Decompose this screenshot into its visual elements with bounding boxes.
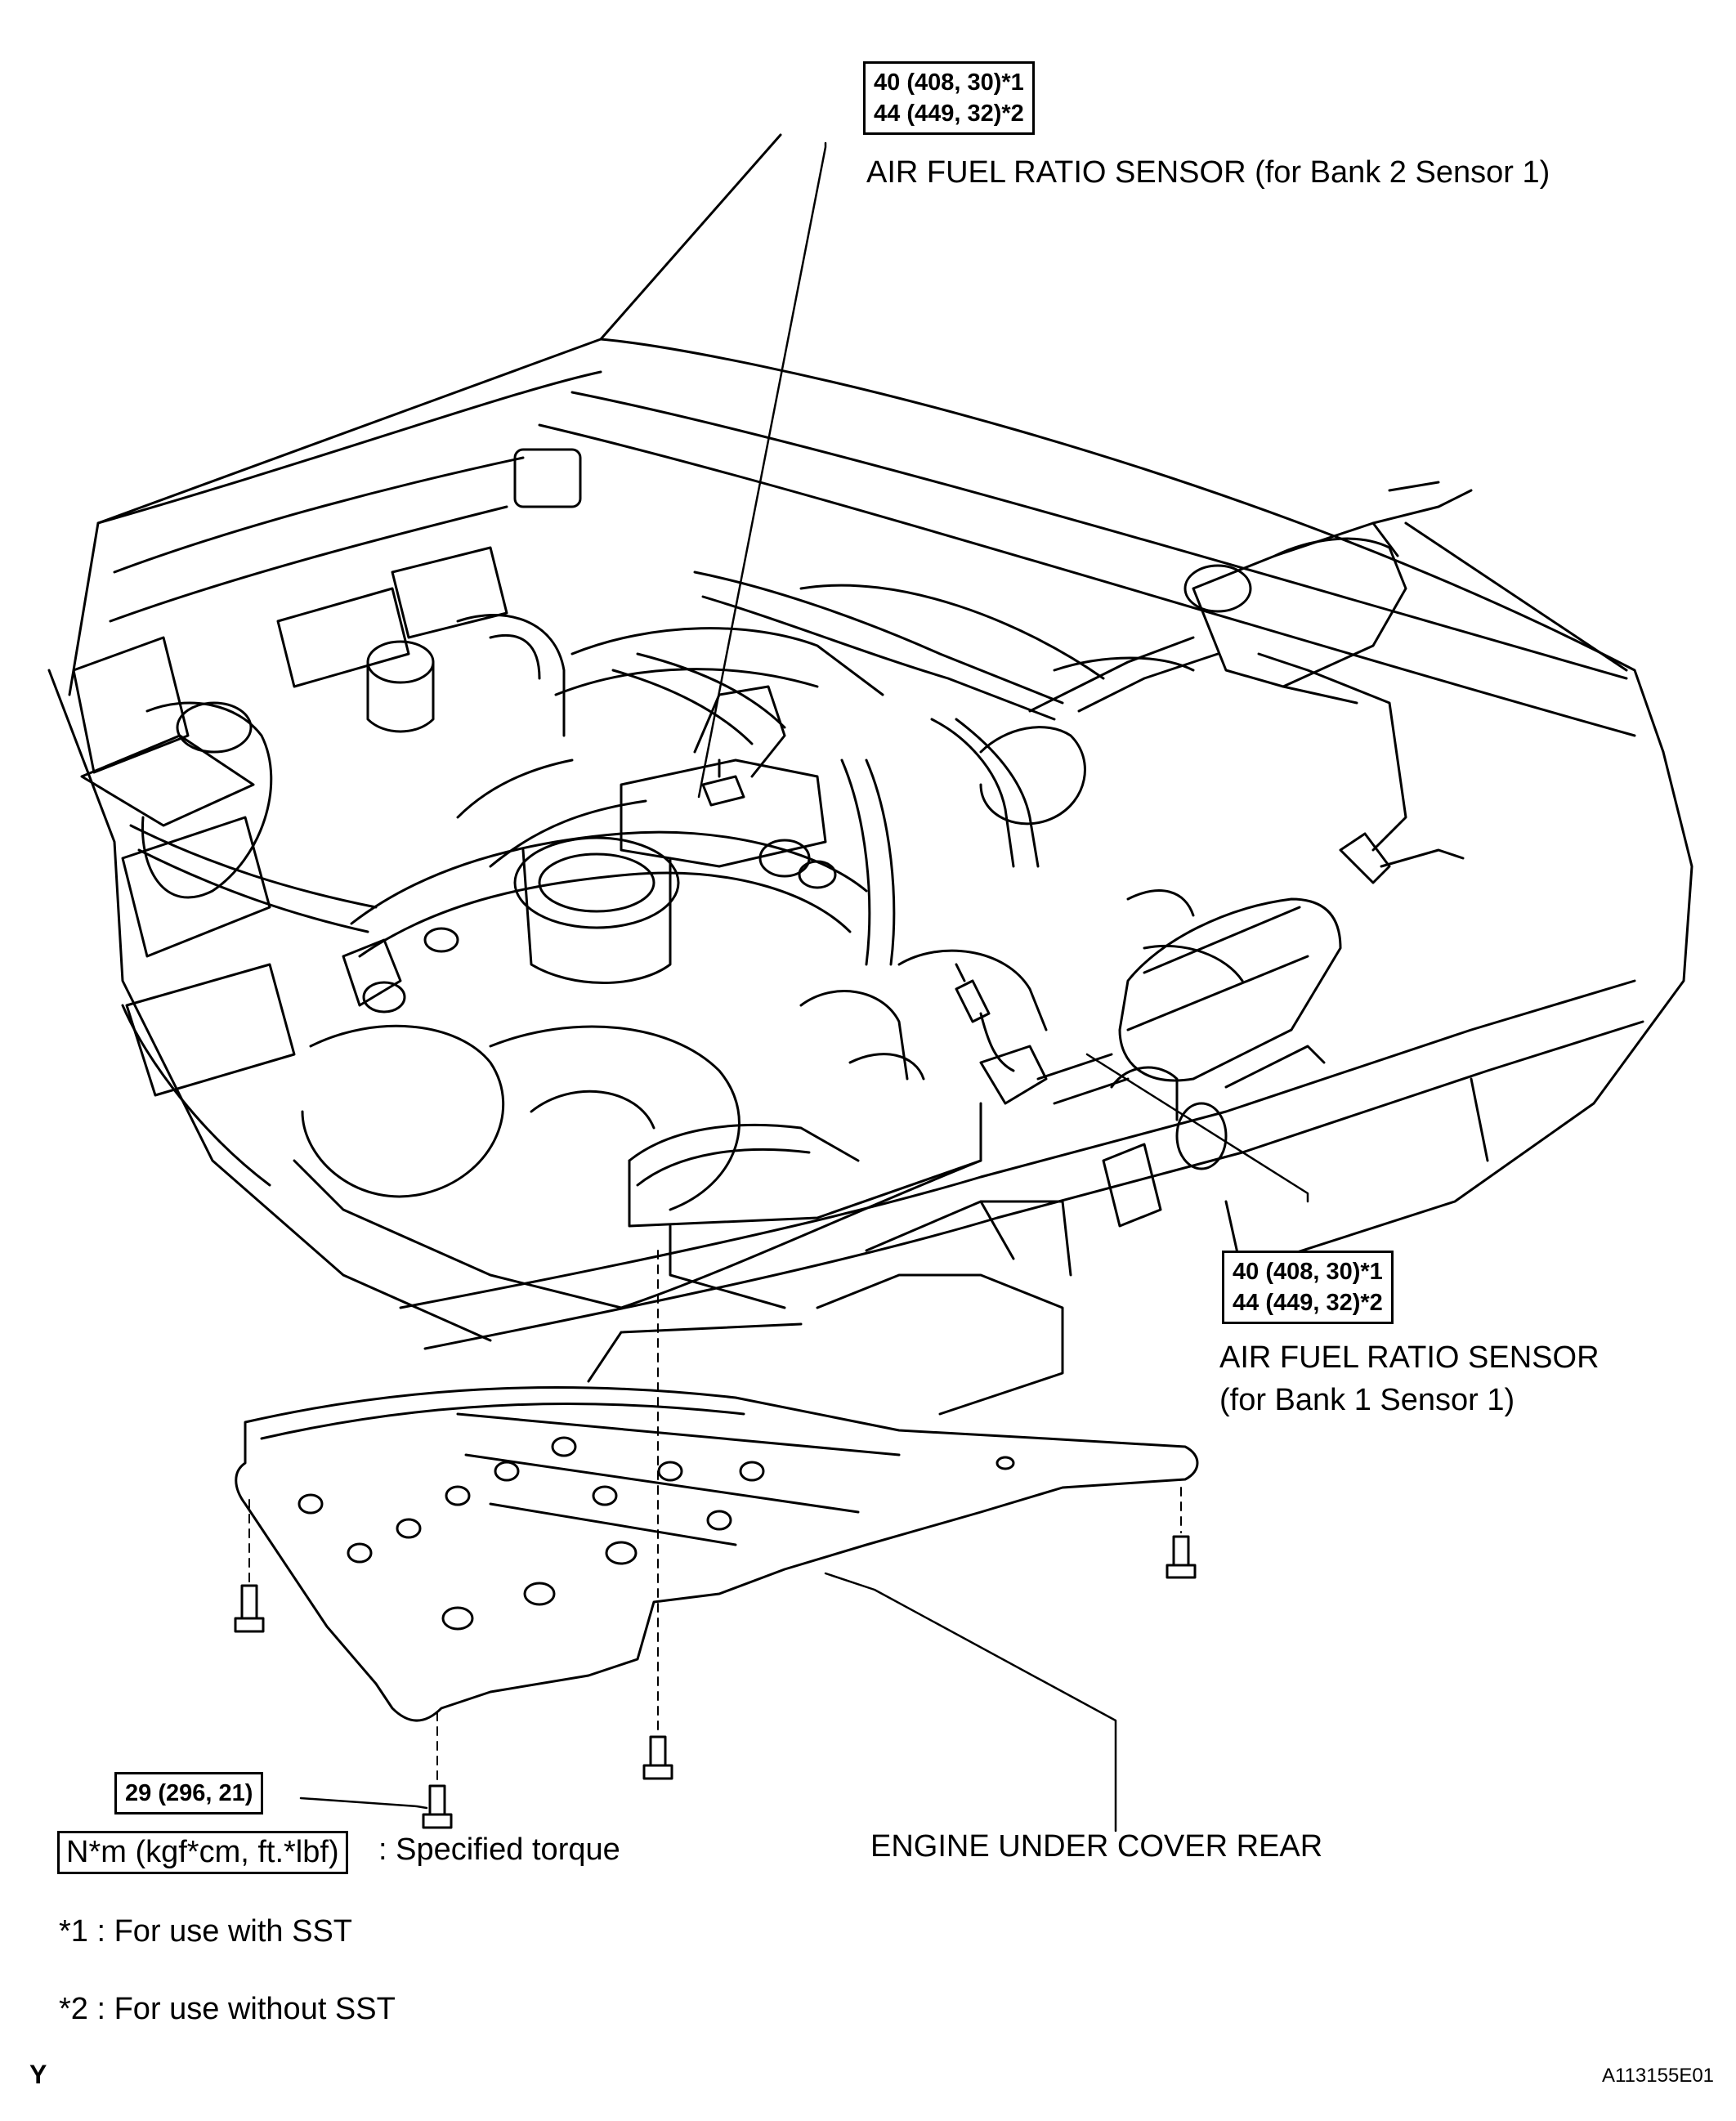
legend-note-2: *2 : For use without SST bbox=[59, 1992, 396, 2026]
label-engine-under-cover: ENGINE UNDER COVER REAR bbox=[870, 1829, 1323, 1864]
torque-bank2-line1: 40 (408, 30)*1 bbox=[874, 69, 1024, 96]
frame bbox=[399, 979, 1644, 1350]
torque-box-bank2: 40 (408, 30)*1 44 (449, 32)*2 bbox=[863, 61, 1035, 135]
label-af-sensor-bank1-line2: (for Bank 1 Sensor 1) bbox=[1219, 1383, 1515, 1417]
torque-cover-value: 29 (296, 21) bbox=[125, 1780, 253, 1806]
legend-unit-description: : Specified torque bbox=[378, 1832, 620, 1867]
af-sensor-bank2-shape bbox=[701, 758, 745, 807]
legend-unit-box: N*m (kgf*cm, ft.*lbf) bbox=[57, 1831, 348, 1874]
leader-torque-cover bbox=[299, 1797, 428, 1810]
engine-under-cover bbox=[235, 1322, 1199, 1722]
af-sensor-bank1-shape bbox=[955, 963, 1015, 1072]
radiator-area bbox=[72, 448, 582, 1097]
corner-mark-left: Y bbox=[29, 2060, 47, 2089]
bolt-center bbox=[642, 1250, 673, 1780]
torque-bank1-line1: 40 (408, 30)*1 bbox=[1233, 1259, 1383, 1285]
engine-block bbox=[293, 627, 1072, 1416]
hood-outline bbox=[47, 133, 1693, 1342]
leader-lines bbox=[299, 141, 1309, 1832]
leader-bank2-sensor bbox=[697, 141, 827, 799]
leader-under-cover bbox=[824, 1572, 1117, 1832]
bolt-bottom bbox=[422, 1712, 453, 1829]
figure-id: A113155E01 bbox=[1602, 2065, 1715, 2087]
hoses bbox=[129, 571, 1195, 966]
legend-note-1: *1 : For use with SST bbox=[59, 1914, 353, 1949]
torque-bank2-line2: 44 (449, 32)*2 bbox=[874, 101, 1024, 127]
torque-bank1-line2: 44 (449, 32)*2 bbox=[1233, 1290, 1383, 1316]
label-af-sensor-bank1-line1: AIR FUEL RATIO SENSOR bbox=[1219, 1340, 1600, 1375]
exhaust-system bbox=[979, 481, 1473, 1228]
leader-bank1-sensor bbox=[1085, 1053, 1309, 1203]
bolt-right bbox=[1166, 1487, 1197, 1579]
torque-box-bank1: 40 (408, 30)*1 44 (449, 32)*2 bbox=[1222, 1251, 1394, 1324]
torque-box-cover: 29 (296, 21) bbox=[114, 1772, 264, 1814]
bolt-left bbox=[234, 1499, 265, 1633]
label-af-sensor-bank2: AIR FUEL RATIO SENSOR (for Bank 2 Sensor… bbox=[866, 155, 1550, 190]
